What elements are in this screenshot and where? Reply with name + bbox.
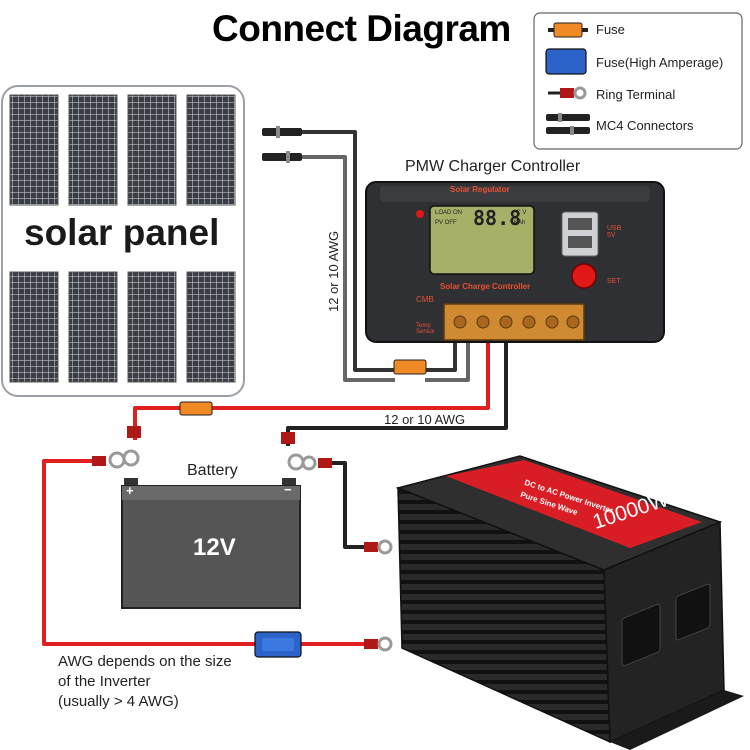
battery-body xyxy=(121,478,301,609)
solar-panel xyxy=(1,85,245,397)
legend-mc4-swatch xyxy=(546,113,590,135)
legend-high-amp-fuse-swatch xyxy=(545,48,587,75)
lcd-unit1: °C V xyxy=(514,210,527,216)
controller-set-label: SET xyxy=(607,278,621,285)
ring-terminals xyxy=(92,426,332,471)
mc4-connectors xyxy=(262,126,302,163)
legend-fuse-swatch xyxy=(548,22,588,38)
battery-label: Battery xyxy=(187,462,238,479)
awg-label-vertical: 12 or 10 AWG xyxy=(326,230,341,312)
controller-temp-label: Temp Sensor xyxy=(416,323,436,335)
awg-label-horizontal: 12 or 10 AWG xyxy=(384,412,466,427)
charge-controller xyxy=(365,181,665,343)
power-inverter xyxy=(395,455,744,750)
controller-caption: PMW Charger Controller xyxy=(405,158,581,175)
diagram-title: Connect Diagram xyxy=(212,8,511,49)
awg-note-line1: AWG depends on the size xyxy=(58,653,232,670)
awg-note-line2: of the Inverter xyxy=(58,673,151,690)
solar-panel-label: solar panel xyxy=(24,212,220,253)
legend-label-ring-terminal: Ring Terminal xyxy=(596,87,676,102)
battery-plus: + xyxy=(126,483,134,498)
controller-cmb: CMB xyxy=(416,295,434,304)
legend-label-fuse: Fuse xyxy=(596,22,625,37)
legend-ring-terminal-swatch xyxy=(548,86,587,100)
controller-fuse xyxy=(393,359,427,375)
inverter-ring-terminals xyxy=(364,539,393,652)
high-amp-fuse xyxy=(254,631,302,658)
lcd-left1: LOAD ON xyxy=(435,210,463,216)
battery-to-inverter-wires xyxy=(42,459,368,646)
legend-label-high-amp-fuse: Fuse(High Amperage) xyxy=(596,55,724,70)
legend xyxy=(533,12,743,150)
battery-minus: − xyxy=(284,482,292,497)
awg-note-line3: (usually > 4 AWG) xyxy=(58,693,179,710)
awg-note: AWG depends on the size of the Inverter … xyxy=(58,652,288,712)
lcd-left2: PV OFF xyxy=(435,220,457,226)
controller-top-label: Solar Regulator xyxy=(450,185,510,194)
battery-voltage: 12V xyxy=(193,534,236,561)
lcd-digits: 88.8 xyxy=(473,206,522,230)
panel-to-controller-wires xyxy=(302,130,470,382)
lcd-unit2: KAh xyxy=(514,220,526,226)
controller-usb-label: USB 5V xyxy=(607,225,622,239)
legend-label-mc4: MC4 Connectors xyxy=(596,118,694,133)
controller-bottom-label: Solar Charge Controller xyxy=(440,282,531,291)
battery-fuse xyxy=(179,401,213,416)
